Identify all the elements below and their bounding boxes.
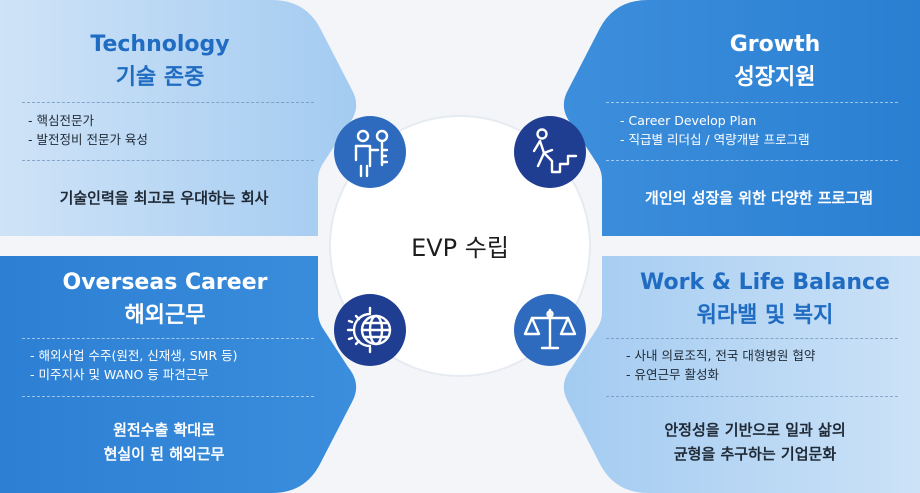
- overseas-summary: 원전수출 확대로 현실이 된 해외근무: [14, 418, 314, 466]
- panel-growth: [563, 0, 920, 236]
- panel-worklife: [563, 256, 920, 493]
- panel-overseas: [0, 256, 357, 493]
- list-item: - 발전정비 전문가 육성: [28, 132, 148, 147]
- worklife-summary-line1: 안정성을 기반으로 일과 삶의: [664, 421, 846, 439]
- divider: [22, 102, 314, 103]
- technology-summary: 기술인력을 최고로 우대하는 회사: [59, 189, 269, 207]
- person-climbing-stairs-icon: [514, 116, 586, 188]
- engineer-key-icon: [334, 116, 406, 188]
- growth-title-en: Growth: [729, 32, 821, 57]
- technology-bullets: - 핵심전문가 - 발전정비 전문가 육성: [28, 111, 148, 149]
- list-item: - 직급별 리더십 / 역량개발 프로그램: [620, 132, 810, 147]
- overseas-title-en: Overseas Career: [62, 270, 268, 295]
- worklife-summary-line2: 균형을 추구하는 기업문화: [673, 445, 837, 463]
- list-item: - 미주지사 및 WANO 등 파견근무: [30, 367, 209, 382]
- worklife-title-ko: 워라밸 및 복지: [696, 303, 834, 328]
- technology-title-ko: 기술 존중: [115, 65, 205, 90]
- overseas-summary-line2: 현실이 된 해외근무: [103, 445, 225, 463]
- balance-scale-icon: [514, 294, 586, 366]
- list-item: - 해외사업 수주(원전, 신재생, SMR 등): [30, 348, 238, 363]
- growth-bullets: - Career Develop Plan - 직급별 리더십 / 역량개발 프…: [620, 111, 810, 149]
- divider: [22, 160, 314, 161]
- growth-title: Growth 성장지원: [655, 32, 895, 91]
- technology-title-en: Technology: [90, 32, 230, 57]
- worklife-bullets: - 사내 의료조직, 전국 대형병원 협약 - 유연근무 활성화: [626, 346, 815, 384]
- overseas-bullets: - 해외사업 수주(원전, 신재생, SMR 등) - 미주지사 및 WANO …: [30, 346, 237, 384]
- list-item: - 사내 의료조직, 전국 대형병원 협약: [626, 348, 816, 363]
- list-item: - 핵심전문가: [28, 113, 94, 128]
- growth-title-ko: 성장지원: [734, 65, 816, 90]
- divider: [606, 338, 898, 339]
- list-item: - 유연근무 활성화: [626, 367, 719, 382]
- worklife-title-en: Work & Life Balance: [640, 270, 890, 295]
- divider: [606, 160, 898, 161]
- divider: [22, 338, 314, 339]
- technology-title: Technology 기술 존중: [40, 32, 280, 91]
- list-item: - Career Develop Plan: [620, 113, 757, 128]
- overseas-summary-line1: 원전수출 확대로: [113, 421, 215, 439]
- center-label: EVP 수립: [411, 234, 509, 262]
- worklife-summary: 안정성을 기반으로 일과 삶의 균형을 추구하는 기업문화: [600, 418, 910, 466]
- overseas-title-ko: 해외근무: [124, 303, 206, 328]
- divider: [22, 396, 314, 397]
- divider: [606, 396, 898, 397]
- worklife-title: Work & Life Balance 워라밸 및 복지: [625, 270, 905, 329]
- growth-summary: 개인의 성장을 위한 다양한 프로그램: [645, 189, 873, 207]
- divider: [606, 102, 898, 103]
- globe-gear-icon: [334, 294, 406, 366]
- overseas-title: Overseas Career 해외근무: [40, 270, 290, 329]
- panel-technology: [0, 0, 357, 236]
